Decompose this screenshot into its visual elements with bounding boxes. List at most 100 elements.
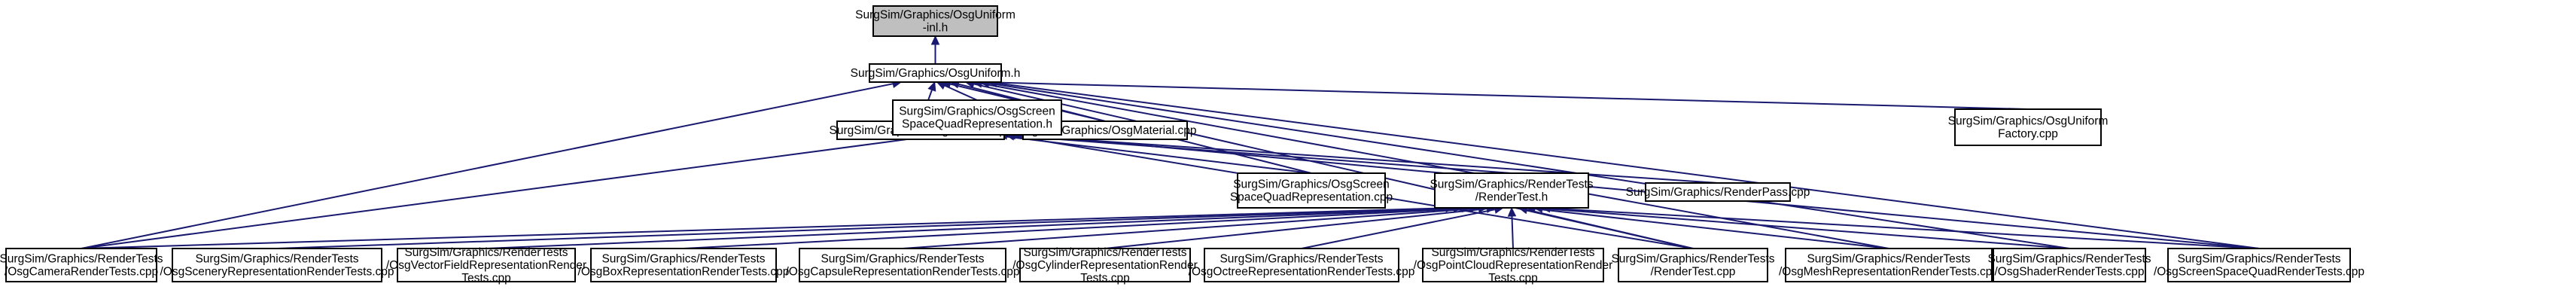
edges-layer	[81, 35, 2260, 249]
node-label: SurgSim/Graphics/OsgUniform.h	[851, 67, 1021, 80]
node-box[interactable]	[869, 63, 1002, 83]
node-box[interactable]	[590, 248, 777, 282]
edge-n8-to-n4	[1015, 134, 1719, 184]
edge-arrowhead	[936, 81, 947, 90]
node-label: /RenderTest.cpp	[1651, 266, 1736, 279]
graph-node[interactable]: SurgSim/Graphics/RenderTests/OsgOctreeRe…	[1189, 248, 1415, 282]
edge-n20-to-n7	[1549, 207, 2260, 249]
node-box[interactable]	[1993, 248, 2146, 282]
node-label: SpaceQuadRepresentation.h	[902, 118, 1052, 131]
node-box[interactable]	[1237, 172, 1386, 209]
graph-node[interactable]: SurgSim/Graphics/RenderTests/OsgShaderRe…	[1987, 248, 2151, 282]
graph-node[interactable]: SurgSim/Graphics/RenderTests/RenderTest.…	[1430, 172, 1594, 209]
node-label: SurgSim/Graphics/RenderTests	[2177, 253, 2340, 266]
node-label: SurgSim/Graphics/OsgUniform	[855, 9, 1015, 22]
node-box[interactable]	[5, 248, 157, 282]
root-node-box[interactable]	[872, 5, 998, 37]
node-label: SurgSim/Graphics/RenderPass.cpp	[1626, 186, 1810, 199]
node-label: /OsgCylinderRepresentationRender	[1012, 259, 1198, 272]
edge-n9-to-n4	[81, 135, 933, 249]
graph-node[interactable]: SurgSim/Graphics/RenderTests/OsgPointClo…	[1414, 246, 1613, 285]
nodes-layer: SurgSim/Graphics/OsgUniform-inl.hSurgSim…	[0, 5, 2364, 285]
node-label: /OsgShaderRenderTests.cpp	[1994, 266, 2144, 279]
graph-node[interactable]: SurgSim/Graphics/OsgUniform-inl.h	[855, 5, 1015, 37]
node-label: Tests.cpp	[1080, 272, 1129, 285]
node-label: /OsgPointCloudRepresentationRender	[1414, 259, 1613, 272]
edge-n9-to-n1	[81, 83, 894, 249]
edge-arrowhead	[927, 81, 936, 92]
graph-node[interactable]: SurgSim/Graphics/RenderTests/OsgCameraRe…	[0, 248, 163, 282]
edge-n14-to-n7	[1104, 208, 1487, 249]
edge-n11-to-n7	[486, 207, 1463, 249]
node-box[interactable]	[799, 248, 1006, 282]
node-box[interactable]	[1645, 182, 1791, 202]
node-label: SurgSim/Graphics/RenderTests	[0, 253, 163, 266]
node-label: SurgSim/Graphics/RenderTests	[195, 253, 358, 266]
node-label: SurgSim/Graphics/OsgUniform	[1948, 115, 2109, 128]
node-label: SurgSim/Graphics/RenderTests	[821, 253, 984, 266]
edge-n20-to-n1	[996, 82, 2260, 249]
edge-n19-to-n7	[1542, 207, 2070, 249]
edge-n16-to-n7	[1511, 215, 1514, 249]
edge-n17-to-n7	[1527, 209, 1694, 249]
graph-node[interactable]: SurgSim/Graphics/RenderTests/RenderTest.…	[1611, 248, 1775, 282]
graph-node[interactable]: SurgSim/Graphics/RenderTests/OsgMeshRepr…	[1779, 248, 1999, 282]
edge-n10-to-n7	[276, 207, 1454, 249]
node-box[interactable]	[1785, 248, 1993, 282]
node-label: /OsgScreenSpaceQuadRenderTests.cpp	[2154, 266, 2364, 279]
edge-n18-to-n7	[1534, 208, 1889, 249]
node-label: SurgSim/Graphics/RenderTests	[1431, 246, 1594, 259]
graph-node[interactable]: SurgSim/Graphics/OsgScreenSpaceQuadRepre…	[1230, 172, 1393, 209]
node-box[interactable]	[172, 248, 382, 282]
node-label: /OsgBoxRepresentationRenderTests.cpp	[578, 266, 790, 279]
graph-node[interactable]: SurgSim/Graphics/RenderTests/OsgSceneryR…	[160, 248, 394, 282]
edge-n15-to-n7	[1301, 209, 1496, 249]
edge-arrowhead	[1507, 206, 1517, 217]
node-label: /OsgCapsuleRepresentationRenderTests.cpp	[785, 266, 1019, 279]
node-box[interactable]	[1019, 248, 1191, 282]
node-label: -inl.h	[923, 22, 948, 35]
node-box[interactable]	[1434, 172, 1589, 209]
node-label: Tests.cpp	[461, 272, 510, 285]
edge-arrowhead	[930, 35, 940, 45]
node-label: /OsgCameraRenderTests.cpp	[5, 266, 158, 279]
node-label: /OsgSceneryRepresentationRenderTests.cpp	[160, 266, 394, 279]
node-label: /OsgOctreeRepresentationRenderTests.cpp	[1189, 266, 1415, 279]
node-box[interactable]	[1618, 248, 1768, 282]
edge-n12-to-n7	[683, 207, 1471, 249]
graph-node[interactable]: SurgSim/Graphics/OsgUniform.h	[851, 63, 1021, 83]
graph-node[interactable]: SurgSim/Graphics/OsgScreenSpaceQuadRepre…	[892, 99, 1062, 136]
node-label: SurgSim/Graphics/RenderTests	[1611, 253, 1774, 266]
node-label: SurgSim/Graphics/RenderTests	[1219, 253, 1383, 266]
node-box[interactable]	[1422, 248, 1604, 282]
node-label: /RenderTest.h	[1475, 191, 1548, 204]
node-label: SurgSim/Graphics/RenderTests	[601, 253, 765, 266]
edge-n9-to-n7	[81, 207, 1447, 249]
node-label: SurgSim/Graphics/RenderTests	[1430, 178, 1593, 191]
graph-node[interactable]: SurgSim/Graphics/RenderTests/OsgScreenSp…	[2154, 248, 2364, 282]
node-label: /OsgMeshRepresentationRenderTests.cpp	[1779, 266, 1999, 279]
edge-n5-to-n1	[987, 81, 2029, 110]
edge-n19-to-n1	[988, 82, 2070, 249]
node-label: SurgSim/Graphics/OsgScreen	[899, 105, 1055, 118]
node-box[interactable]	[2167, 248, 2351, 282]
node-box[interactable]	[1204, 248, 1399, 282]
edge-n7-to-n4	[1006, 134, 1512, 174]
graph-node[interactable]: SurgSim/Graphics/RenderTests/OsgBoxRepre…	[578, 248, 790, 282]
node-label: Factory.cpp	[1998, 128, 2058, 141]
graph-node[interactable]: SurgSim/Graphics/RenderTests/OsgVectorFi…	[386, 246, 586, 285]
node-box[interactable]	[892, 99, 1062, 136]
node-label: SurgSim/Graphics/RenderTests	[1807, 253, 1970, 266]
node-label: /OsgVectorFieldRepresentationRender	[386, 259, 586, 272]
node-label: SurgSim/Graphics/RenderTests	[1023, 246, 1186, 259]
node-box[interactable]	[1954, 108, 2102, 146]
node-label: SurgSim/Graphics/RenderTests	[404, 246, 568, 259]
graph-node[interactable]: SurgSim/Graphics/RenderPass.cpp	[1626, 182, 1810, 202]
node-box[interactable]	[397, 248, 576, 282]
graph-node[interactable]: SurgSim/Graphics/RenderTests/OsgCapsuleR…	[785, 248, 1020, 282]
graph-node[interactable]: SurgSim/Graphics/RenderTests/OsgCylinder…	[1012, 246, 1198, 285]
edge-n13-to-n7	[902, 207, 1479, 249]
edge-n4-to-n1	[944, 84, 978, 101]
